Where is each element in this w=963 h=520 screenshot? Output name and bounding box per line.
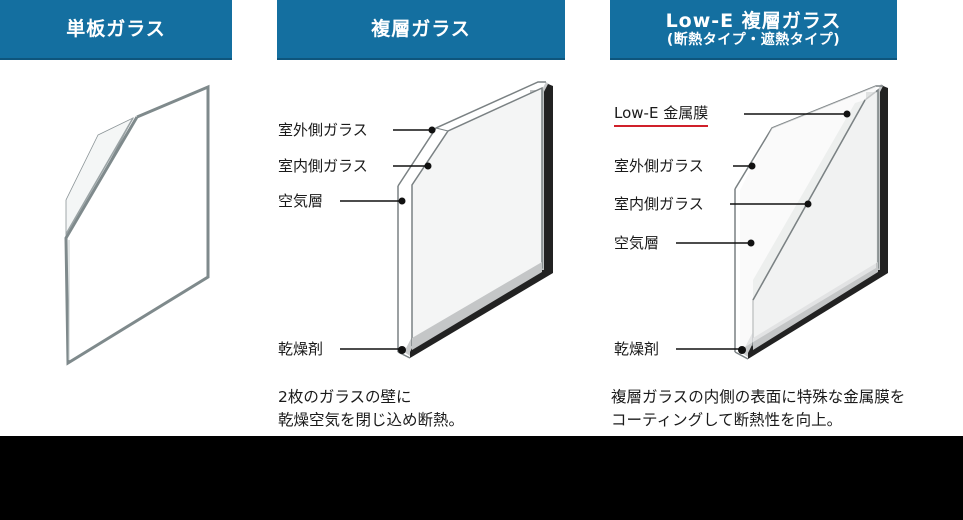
label-desiccant: 乾燥剤 (278, 340, 324, 358)
label-lowe-metal-film: Low-E 金属膜 (614, 104, 709, 127)
header-lowe-glass: Low-E 複層ガラス (断熱タイプ・遮熱タイプ) (610, 0, 897, 60)
double-pane-illustration (340, 81, 553, 359)
description-line: 乾燥空気を閉じ込め断熱。 (278, 411, 465, 429)
single-pane-illustration (64, 84, 210, 366)
header-title: Low-E 複層ガラス (665, 9, 842, 32)
lowe-pane-illustration (676, 84, 888, 360)
label-inner-glass: 室内側ガラス (278, 157, 368, 175)
header-title: 複層ガラス (371, 18, 471, 40)
footer-black-bar (0, 436, 963, 520)
label-inner-glass: 室内側ガラス (614, 195, 704, 213)
glass-diagrams (64, 81, 888, 366)
description-line: 複層ガラスの内側の表面に特殊な金属膜を (611, 388, 906, 406)
description-lowe: 複層ガラスの内側の表面に特殊な金属膜を コーティングして断熱性を向上。 (611, 386, 905, 432)
header-double-glass: 複層ガラス (277, 0, 565, 60)
description-double: 2枚のガラスの壁に 乾燥空気を閉じ込め断熱。 (278, 386, 464, 432)
description-line: 2枚のガラスの壁に (278, 388, 412, 406)
header-single-glass: 単板ガラス (0, 0, 232, 60)
header-subtitle: (断熱タイプ・遮熱タイプ) (666, 31, 841, 48)
description-line: コーティングして断熱性を向上。 (611, 411, 843, 429)
label-air-layer: 空気層 (278, 192, 324, 210)
header-title: 単板ガラス (66, 18, 166, 40)
label-outer-glass: 室外側ガラス (614, 157, 704, 175)
label-outer-glass: 室外側ガラス (278, 121, 368, 139)
label-air-layer: 空気層 (614, 234, 660, 252)
label-desiccant: 乾燥剤 (614, 340, 660, 358)
